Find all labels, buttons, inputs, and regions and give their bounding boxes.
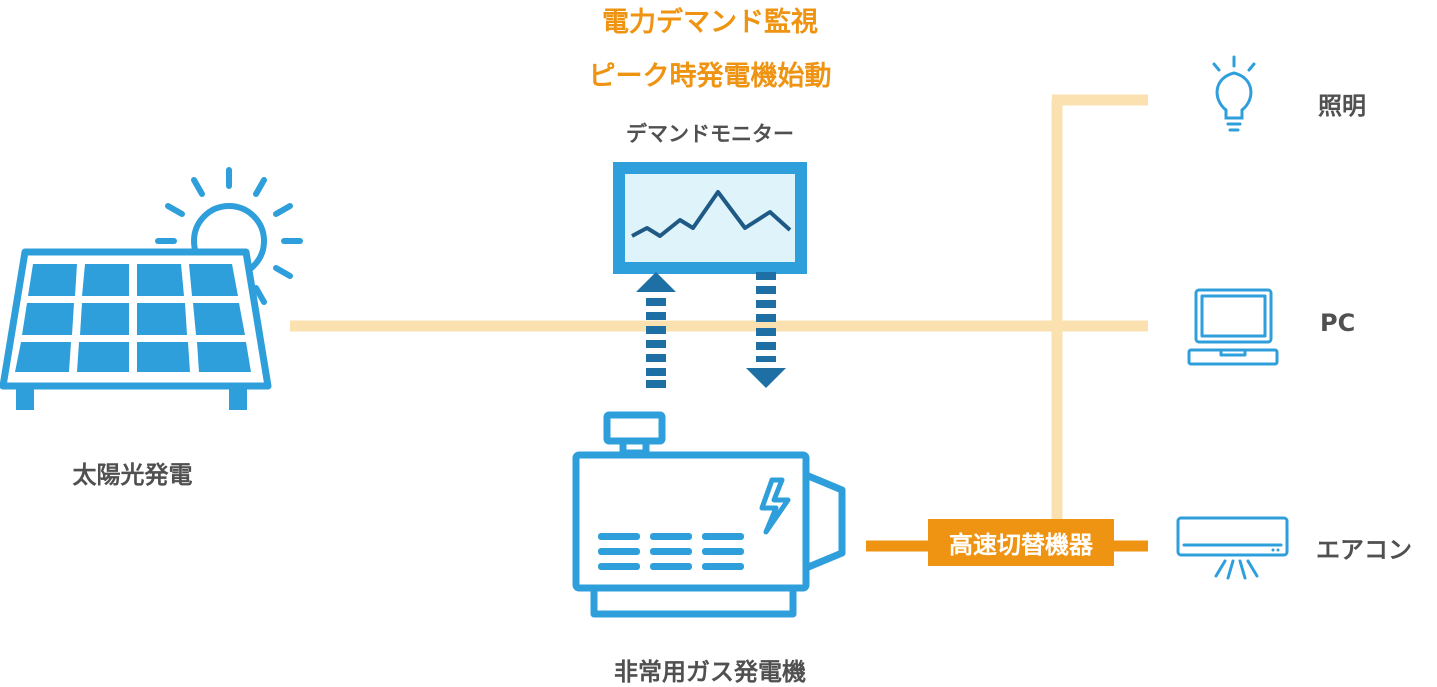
aircon-label: エアコン	[1316, 536, 1412, 564]
solar-label: 太陽光発電	[72, 461, 193, 489]
generator-label: 非常用ガス発電機	[614, 658, 806, 686]
air-conditioner-icon	[1176, 516, 1289, 580]
title-peak-generator-start: ピーク時発電機始動	[588, 61, 832, 92]
arrow-up-icon	[636, 272, 676, 388]
monitor-icon	[613, 162, 807, 274]
title-demand-monitoring: 電力デマンド監視	[602, 7, 818, 38]
solar-panel-icon	[0, 248, 272, 410]
arrow-down-icon	[746, 272, 786, 388]
lighting-label: 照明	[1318, 92, 1366, 120]
laptop-icon	[1187, 288, 1279, 366]
monitor-label: デマンドモニター	[626, 122, 794, 146]
generator-icon	[572, 411, 846, 618]
generator-vents	[598, 533, 744, 570]
pc-label: PC	[1320, 309, 1356, 337]
light-bulb-icon	[1212, 55, 1256, 132]
lightning-icon	[759, 477, 791, 535]
high-speed-switch-label: 高速切替機器	[928, 519, 1114, 566]
chart-line-icon	[631, 190, 792, 238]
